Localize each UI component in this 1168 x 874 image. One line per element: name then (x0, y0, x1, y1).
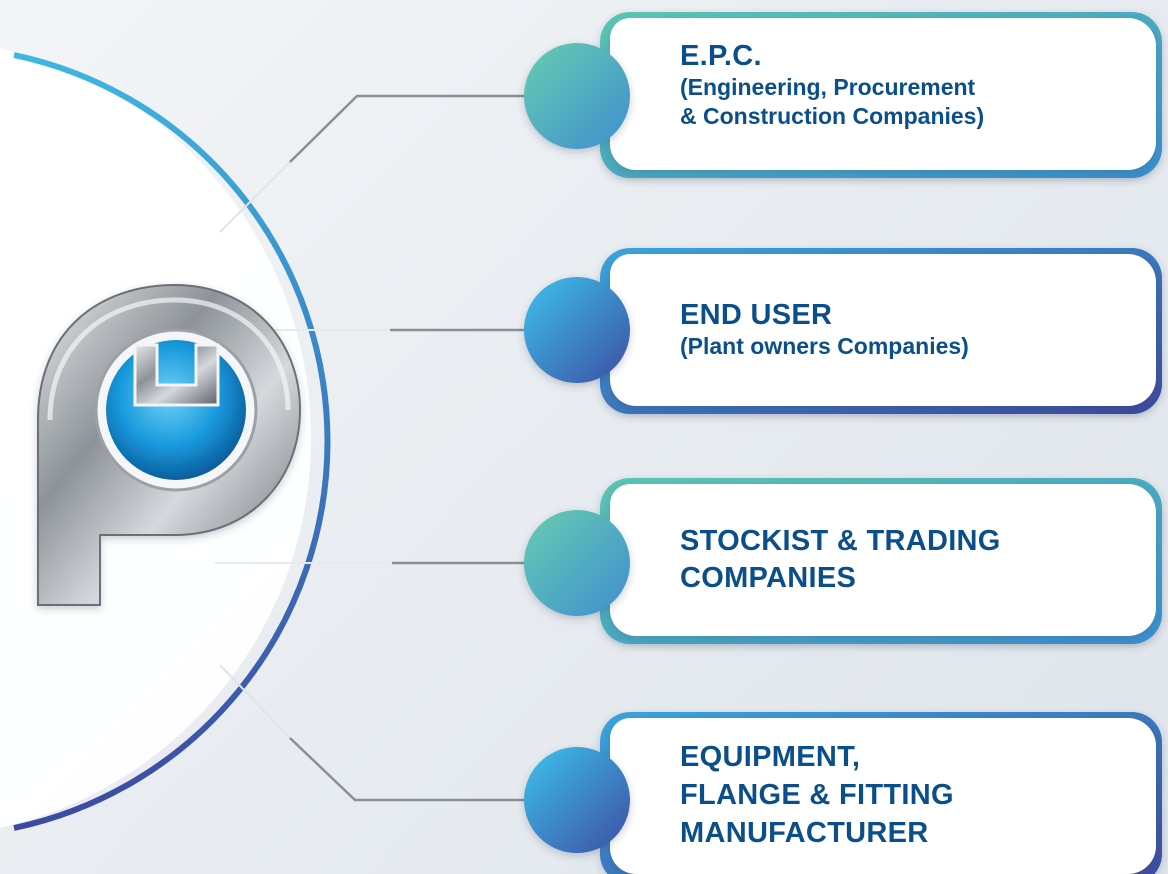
connector-epc (289, 94, 530, 163)
card-subtitle: (Engineering, Procurement & Construction… (680, 74, 985, 129)
faint-line (219, 664, 291, 739)
customer-card-end-user: END USER (Plant owners Companies) (610, 254, 1156, 406)
customer-card-stockist: STOCKIST & TRADING COMPANIES (610, 484, 1156, 636)
customer-card-epc: E.P.C. (Engineering, Procurement & Const… (610, 18, 1156, 170)
card-title: END USER (680, 299, 833, 331)
faint-line (219, 161, 291, 233)
card-title: EQUIPMENT, FLANGE & FITTING MANUFACTURER (680, 741, 954, 849)
connector-equipment (289, 737, 530, 802)
card-subtitle: (Plant owners Companies) (680, 333, 969, 359)
hub-arc (13, 52, 331, 831)
customer-card-equipment: EQUIPMENT, FLANGE & FITTING MANUFACTURER (610, 718, 1156, 874)
pipe-p-logo-icon (37, 283, 302, 606)
card-title: STOCKIST & TRADING COMPANIES (680, 525, 1001, 594)
card-title: E.P.C. (680, 40, 762, 72)
